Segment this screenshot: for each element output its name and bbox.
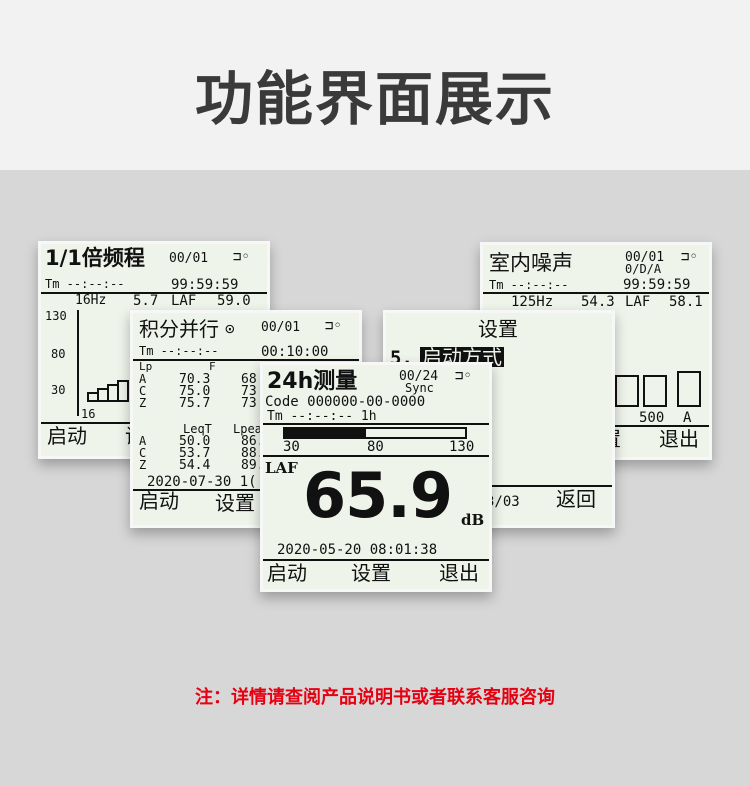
band-box	[615, 375, 639, 407]
screen-main: 24h测量 00/24 ⊐◦ Sync Code 000000-00-0000 …	[260, 362, 492, 592]
x-label: 16	[81, 407, 96, 421]
level-bar-fill	[285, 429, 366, 437]
octave-title: 1/1倍频程	[45, 246, 145, 270]
main-tm: Tm --:--:-- 1h	[267, 409, 377, 424]
integral-time: 00:10:00	[261, 344, 329, 360]
col-lpeak: Lpea	[233, 422, 262, 436]
integral-title: 积分并行	[139, 317, 219, 341]
row-ch: C	[139, 446, 147, 460]
octave-freq: 16Hz	[75, 293, 107, 308]
indoor-freq: 125Hz	[511, 294, 554, 310]
page-title: 功能界面展示	[194, 65, 555, 133]
main-title: 24h测量	[267, 369, 358, 394]
indoor-tm: Tm --:--:--	[489, 278, 569, 292]
softkey-back[interactable]: 返回	[556, 487, 596, 511]
softkey-exit[interactable]: 退出	[659, 427, 699, 451]
row-ch: Z	[139, 396, 147, 410]
row-value: 75.0	[179, 384, 211, 399]
plug-icon: ⊐◦	[325, 318, 342, 334]
softkey-exit[interactable]: 退出	[439, 561, 479, 585]
scale-tick: 130	[449, 439, 475, 455]
row-value: 53.7	[179, 446, 211, 461]
softkey-divider	[133, 489, 359, 491]
divider	[263, 423, 489, 425]
main-mode: LAF	[265, 459, 298, 477]
main-code: Code 000000-00-0000	[265, 394, 426, 410]
softkey-start[interactable]: 启动	[267, 561, 307, 585]
divider	[133, 359, 359, 361]
octave-counter: 00/01	[169, 251, 209, 266]
softkey-divider	[386, 485, 612, 487]
band-box	[677, 371, 701, 407]
plug-icon: ⊐◦	[681, 249, 698, 265]
row-ch: A	[139, 372, 147, 386]
indoor-mode: LAF	[625, 294, 651, 310]
row-ch: Z	[139, 458, 147, 472]
band-label: 500	[639, 410, 665, 426]
row-value2: 68	[241, 372, 257, 387]
scale-tick: 80	[367, 439, 384, 455]
row-value2: 73	[241, 384, 257, 399]
indoor-sub: 0/D/A	[625, 262, 662, 276]
col-leqt: LeqT	[183, 422, 212, 436]
octave-value: 59.0	[217, 293, 251, 309]
softkey-divider	[263, 559, 489, 561]
softkey-settings[interactable]: 设置	[351, 561, 391, 585]
row-value2: 86.	[241, 434, 265, 449]
integral-tm: Tm --:--:--	[139, 344, 219, 358]
plug-icon: ⊐◦	[233, 249, 250, 265]
indoor-value: 58.1	[669, 294, 703, 310]
softkey-settings[interactable]: 设置	[215, 491, 255, 515]
footer-note: 注：详情请查阅产品说明书或者联系客服咨询	[195, 687, 555, 708]
integral-date: 2020-07-30 1(	[147, 474, 257, 490]
row-value: 70.3	[179, 372, 211, 387]
band-unit: A	[683, 410, 692, 426]
main-unit: dB	[461, 511, 485, 529]
indoor-title: 室内噪声	[489, 251, 573, 275]
divider	[263, 455, 489, 457]
band-box	[643, 375, 667, 407]
row-value2: 89.	[241, 458, 265, 473]
main-datetime: 2020-05-20 08:01:38	[277, 542, 438, 558]
mic-icon: ⊙	[225, 319, 235, 338]
octave-tm: Tm --:--:--	[45, 277, 125, 291]
indoor-counter: 00/01	[625, 250, 665, 265]
level-bar	[283, 427, 467, 439]
main-counter: 00/24	[399, 369, 439, 384]
y-tick: 130	[45, 309, 67, 323]
y-tick: 30	[51, 383, 66, 397]
y-axis	[77, 310, 79, 416]
row-value2: 88.	[241, 446, 265, 461]
main-sync: Sync	[405, 381, 434, 395]
plug-icon: ⊐◦	[455, 368, 472, 384]
row-value: 50.0	[179, 434, 211, 449]
octave-time: 99:59:59	[171, 277, 239, 293]
octave-mode: LAF	[171, 293, 197, 309]
indoor-time: 99:59:59	[623, 277, 691, 293]
col-f: F	[209, 360, 216, 373]
octave-level: 5.7	[133, 293, 159, 309]
indoor-level: 54.3	[581, 294, 615, 310]
y-tick: 80	[51, 347, 66, 361]
divider	[483, 292, 709, 294]
scale-tick: 30	[283, 439, 300, 455]
integral-counter: 00/01	[261, 320, 301, 335]
row-value: 75.7	[179, 396, 211, 411]
softkey-start[interactable]: 启动	[139, 489, 179, 513]
row-value: 54.4	[179, 458, 211, 473]
row-ch: A	[139, 434, 147, 448]
row-ch: C	[139, 384, 147, 398]
settings-title: 设置	[478, 317, 518, 341]
header-band	[0, 0, 750, 170]
row-value2: 73	[241, 396, 257, 411]
octave-bar	[117, 380, 129, 402]
softkey-start[interactable]: 启动	[47, 424, 87, 448]
divider	[41, 292, 267, 294]
settings-page: 3/03	[486, 494, 520, 510]
main-reading: 65.9	[303, 459, 453, 532]
col-lp: Lp	[139, 360, 153, 373]
